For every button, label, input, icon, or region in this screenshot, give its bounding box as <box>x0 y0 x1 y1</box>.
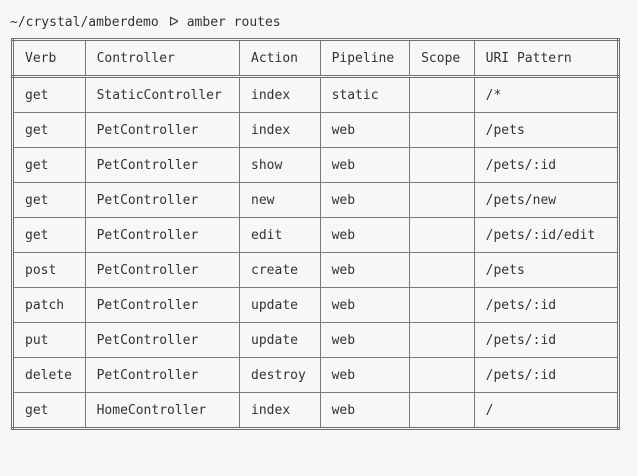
cell-scope <box>409 76 475 113</box>
cell-scope <box>409 112 475 148</box>
cell-controller: PetController <box>84 147 241 183</box>
cell-pipeline: web <box>319 147 411 183</box>
cell-uri-pattern: /* <box>473 76 621 113</box>
cell-action: edit <box>239 217 321 253</box>
cell-verb: get <box>11 147 86 183</box>
cell-scope <box>409 252 475 288</box>
cell-verb: post <box>11 252 86 288</box>
table-row: get PetController show web /pets/:id <box>11 147 621 183</box>
cell-uri-pattern: /pets/:id <box>473 357 621 393</box>
cell-action: index <box>239 112 321 148</box>
cell-verb: get <box>11 182 86 218</box>
cell-controller: PetController <box>84 217 241 253</box>
cell-uri-pattern: /pets/:id <box>473 147 621 183</box>
prompt-arrow-icon: ᐅ <box>168 15 179 30</box>
column-header-controller: Controller <box>84 38 241 78</box>
table-row: get PetController new web /pets/new <box>11 182 621 218</box>
table-row: get HomeController index web / <box>11 392 621 430</box>
current-directory: ~/crystal/amberdemo <box>10 15 159 30</box>
table-row: get PetController edit web /pets/:id/edi… <box>11 217 621 253</box>
cell-pipeline: web <box>319 112 411 148</box>
cell-pipeline: web <box>319 357 411 393</box>
cell-pipeline: web <box>319 252 411 288</box>
cell-action: create <box>239 252 321 288</box>
cell-verb: get <box>11 76 86 113</box>
cell-scope <box>409 217 475 253</box>
cell-controller: PetController <box>84 252 241 288</box>
cell-uri-pattern: /pets/new <box>473 182 621 218</box>
cell-uri-pattern: /pets/:id <box>473 322 621 358</box>
cell-scope <box>409 322 475 358</box>
cell-action: update <box>239 287 321 323</box>
cell-verb: delete <box>11 357 86 393</box>
cell-uri-pattern: /pets/:id/edit <box>473 217 621 253</box>
cell-scope <box>409 182 475 218</box>
cell-verb: put <box>11 322 86 358</box>
command-text: amber routes <box>186 15 281 30</box>
cell-scope <box>409 392 475 430</box>
table-row: post PetController create web /pets <box>11 252 621 288</box>
cell-action: index <box>239 392 321 430</box>
table-row: put PetController update web /pets/:id <box>11 322 621 358</box>
table-row: get StaticController index static /* <box>11 76 621 113</box>
cell-uri-pattern: / <box>473 392 621 430</box>
cell-controller: PetController <box>84 112 241 148</box>
cell-scope <box>409 357 475 393</box>
table-row: patch PetController update web /pets/:id <box>11 287 621 323</box>
cell-controller: PetController <box>84 182 241 218</box>
column-header-verb: Verb <box>11 38 86 78</box>
cell-verb: patch <box>11 287 86 323</box>
cell-pipeline: static <box>319 76 411 113</box>
column-header-uri-pattern: URI Pattern <box>473 38 621 78</box>
cell-verb: get <box>11 217 86 253</box>
cell-controller: HomeController <box>84 392 241 430</box>
table-row: get PetController index web /pets <box>11 112 621 148</box>
column-header-scope: Scope <box>409 38 475 78</box>
cell-pipeline: web <box>319 392 411 430</box>
cell-action: index <box>239 76 321 113</box>
routes-table: Verb Controller Action Pipeline Scope UR… <box>11 38 621 430</box>
cell-pipeline: web <box>319 217 411 253</box>
cell-scope <box>409 147 475 183</box>
cell-verb: get <box>11 112 86 148</box>
cell-verb: get <box>11 392 86 430</box>
cell-controller: PetController <box>84 322 241 358</box>
cell-controller: StaticController <box>84 76 241 113</box>
cell-action: new <box>239 182 321 218</box>
command-prompt-line: ~/crystal/amberdemo ᐅ amber routes <box>10 14 281 32</box>
table-row: delete PetController destroy web /pets/:… <box>11 357 621 393</box>
cell-controller: PetController <box>84 357 241 393</box>
cell-pipeline: web <box>319 287 411 323</box>
cell-controller: PetController <box>84 287 241 323</box>
cell-pipeline: web <box>319 322 411 358</box>
cell-uri-pattern: /pets/:id <box>473 287 621 323</box>
column-header-pipeline: Pipeline <box>319 38 411 78</box>
cell-action: destroy <box>239 357 321 393</box>
cell-scope <box>409 287 475 323</box>
cell-pipeline: web <box>319 182 411 218</box>
column-header-action: Action <box>239 38 321 78</box>
cell-action: show <box>239 147 321 183</box>
cell-uri-pattern: /pets <box>473 112 621 148</box>
cell-uri-pattern: /pets <box>473 252 621 288</box>
table-header-row: Verb Controller Action Pipeline Scope UR… <box>11 38 621 78</box>
cell-action: update <box>239 322 321 358</box>
